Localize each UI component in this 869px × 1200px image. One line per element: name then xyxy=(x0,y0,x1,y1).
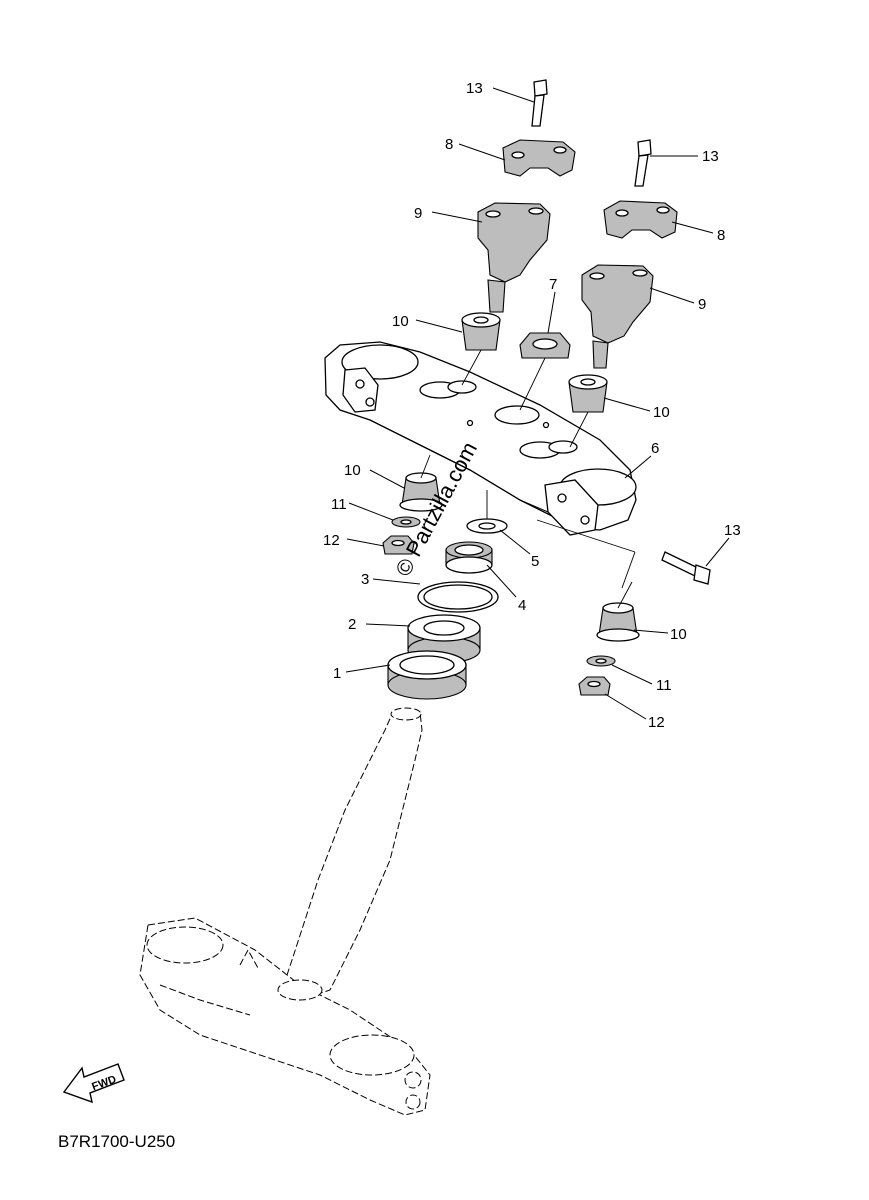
callout-9: 9 xyxy=(698,296,706,313)
callout-13: 13 xyxy=(466,80,483,97)
callout-9: 9 xyxy=(414,205,422,222)
callout-7: 7 xyxy=(549,276,557,293)
callout-8: 8 xyxy=(717,227,725,244)
handlebar-holder-lower-left xyxy=(477,202,551,313)
callout-6: 6 xyxy=(651,440,659,457)
steering-nut xyxy=(519,332,571,359)
callout-2: 2 xyxy=(348,616,356,633)
assembly-guides xyxy=(420,349,636,609)
callout-8: 8 xyxy=(445,136,453,153)
handlebar-holder-upper-right xyxy=(603,200,678,239)
callout-5: 5 xyxy=(531,553,539,570)
callout-10: 10 xyxy=(670,626,687,643)
bearing-lower xyxy=(387,650,467,700)
bolt-side xyxy=(661,551,711,585)
fwd-arrow-icon: FWD xyxy=(62,1063,125,1104)
callout-3: 3 xyxy=(361,571,369,588)
nut-left xyxy=(382,535,415,555)
callout-10: 10 xyxy=(392,313,409,330)
bolt-top-left xyxy=(531,79,548,127)
diagram-code: B7R1700-U250 xyxy=(58,1132,175,1151)
leader-lines xyxy=(345,87,730,720)
bearing-upper xyxy=(407,614,481,664)
upper-bracket xyxy=(324,341,637,536)
callout-4: 4 xyxy=(518,597,526,614)
damper-upper-left xyxy=(461,312,501,351)
callout-labels: 13 8 9 13 8 9 7 10 10 6 10 11 12 13 5 3 … xyxy=(323,80,741,731)
handlebar-holder-lower-right xyxy=(581,264,654,369)
callout-12: 12 xyxy=(323,532,340,549)
damper-lower-left xyxy=(399,472,443,512)
lower-bracket-ghost xyxy=(139,707,431,1116)
handlebar-holder-upper-left xyxy=(502,139,576,177)
dust-seal xyxy=(417,581,499,613)
callout-13: 13 xyxy=(702,148,719,165)
ring-nut xyxy=(445,541,493,574)
damper-lower-right xyxy=(596,602,640,642)
callout-10: 10 xyxy=(344,462,361,479)
nut-right xyxy=(578,676,611,696)
damper-upper-right xyxy=(568,374,608,413)
callout-1: 1 xyxy=(333,665,341,682)
bolt-top-right xyxy=(634,139,652,187)
callout-12: 12 xyxy=(648,714,665,731)
callout-11: 11 xyxy=(656,677,672,694)
callout-10: 10 xyxy=(653,404,670,421)
callout-11: 11 xyxy=(331,496,347,513)
callout-13: 13 xyxy=(724,522,741,539)
